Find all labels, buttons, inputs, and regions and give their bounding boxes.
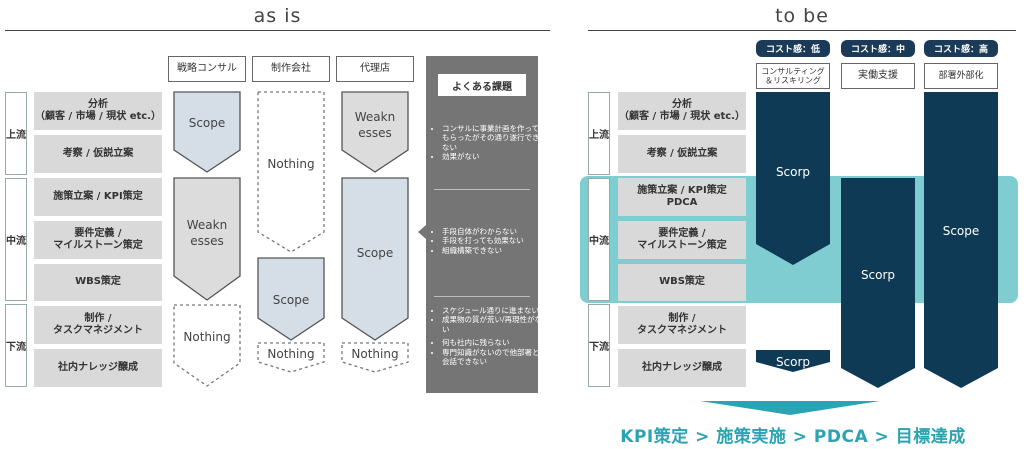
hands-on-scope-bar bbox=[841, 178, 915, 388]
outcome-flow-text: KPI策定 > 施策実施 > PDCA > 目標達成 bbox=[620, 427, 966, 447]
hands-on-scope-label: Scorp bbox=[860, 268, 896, 282]
stage-midstream: 中流 bbox=[5, 178, 27, 301]
cost-badge-mid: コスト感：中 bbox=[841, 40, 915, 57]
task-kpi: 施策立案 / KPI策定 bbox=[34, 178, 162, 216]
issue-item: 専門知識がないので他部署と会話できない bbox=[442, 348, 546, 367]
task-production: 制作 / タスクマネジメント bbox=[618, 306, 746, 344]
consul-scope-label: Scope bbox=[188, 116, 226, 130]
column-hands-on-support: 実働支援 bbox=[841, 63, 915, 89]
production-nothing-top-arrow bbox=[257, 91, 325, 253]
agency-weakness-label: Weakn esses bbox=[354, 110, 396, 140]
task-analysis: 分析 （顧客 / 市場 / 現状 etc.） bbox=[34, 92, 162, 130]
as-is-title: as is bbox=[253, 5, 302, 27]
issues-group-1: コンサルに事業計画を作ってもらったがその通り遂行できない 効果がない bbox=[430, 124, 546, 162]
consul-nothing-arrow bbox=[173, 304, 241, 387]
production-nothing-bottom-arrow bbox=[257, 342, 325, 373]
issue-item: 何も社内に残らない bbox=[442, 338, 546, 347]
production-scope-label: Scope bbox=[272, 293, 310, 307]
issue-item: 成果物の質が荒い/再現性がない bbox=[442, 315, 546, 334]
agency-nothing-label: Nothing bbox=[351, 347, 399, 361]
issue-item: コンサルに事業計画を作ってもらったがその通り遂行できない bbox=[442, 124, 546, 152]
as-is-shapes bbox=[173, 91, 426, 387]
agency-scope-arrow bbox=[341, 177, 409, 341]
to-be-title-rule bbox=[588, 30, 1016, 31]
consul-nothing-label: Nothing bbox=[183, 330, 231, 344]
stage-midstream: 中流 bbox=[588, 178, 610, 301]
column-agency: 代理店 bbox=[336, 56, 414, 82]
task-wbs: WBS策定 bbox=[34, 264, 162, 301]
task-analysis: 分析 （顧客 / 市場 / 現状 etc.） bbox=[618, 92, 746, 130]
cost-badge-high: コスト感：高 bbox=[924, 40, 998, 57]
issues-group-2: 手段自体がわからない 手段を打っても効果ない 組織構築できない bbox=[430, 227, 546, 255]
consulting-knowledge-label: Scorp bbox=[775, 355, 811, 369]
production-scope-arrow bbox=[257, 257, 325, 341]
stage-upstream: 上流 bbox=[588, 92, 610, 175]
issues-panel: よくある課題 コンサルに事業計画を作ってもらったがその通り遂行できない 効果がな… bbox=[426, 56, 542, 393]
issue-item: 手段自体がわからない bbox=[442, 227, 546, 236]
column-strategy-consul: 戦略コンサル bbox=[168, 56, 246, 82]
issues-panel-pointer bbox=[418, 225, 426, 239]
consul-weakness-label: Weakn esses bbox=[186, 218, 228, 248]
consul-weakness-arrow bbox=[173, 177, 241, 301]
task-knowledge: 社内ナレッジ醸成 bbox=[34, 349, 162, 387]
stage-downstream: 下流 bbox=[5, 304, 27, 387]
task-hypothesis: 考察 / 仮説立案 bbox=[34, 135, 162, 173]
to-be-title: to be bbox=[775, 5, 829, 27]
production-nothing-bottom-label: Nothing bbox=[267, 347, 315, 361]
task-requirements: 要件定義 / マイルストーン策定 bbox=[34, 221, 162, 259]
agency-scope-label: Scope bbox=[356, 246, 394, 260]
issues-divider-1 bbox=[434, 189, 530, 190]
issue-item: 効果がない bbox=[442, 152, 546, 161]
task-hypothesis: 考察 / 仮説立案 bbox=[618, 135, 746, 173]
column-consulting-reskilling: コンサルティング ＆リスキリング bbox=[756, 63, 830, 89]
production-nothing-top-label: Nothing bbox=[267, 157, 315, 171]
consulting-scope-bar bbox=[756, 92, 830, 265]
task-production: 制作 / タスクマネジメント bbox=[34, 306, 162, 344]
issues-divider-2 bbox=[434, 296, 530, 297]
cost-badge-low: コスト感：低 bbox=[756, 40, 830, 57]
issue-item: スケジュール通りに進まない bbox=[442, 306, 546, 315]
task-requirements: 要件定義 / マイルストーン策定 bbox=[618, 221, 746, 259]
column-production-company: 制作会社 bbox=[252, 56, 330, 82]
flow-arrow bbox=[700, 401, 880, 415]
agency-weakness-arrow bbox=[341, 91, 409, 173]
issue-item: 手段を打っても効果ない bbox=[442, 236, 546, 245]
stage-upstream: 上流 bbox=[5, 92, 27, 175]
outsourcing-scope-label: Scope bbox=[942, 224, 980, 238]
consulting-scope-label: Scorp bbox=[775, 165, 811, 179]
consulting-knowledge-bar bbox=[756, 350, 830, 372]
consul-scope-arrow bbox=[173, 91, 241, 173]
issues-group-3: スケジュール通りに進まない 成果物の質が荒い/再現性がない 何も社内に残らない … bbox=[430, 306, 546, 366]
task-kpi-pdca: 施策立案 / KPI策定 PDCA bbox=[618, 178, 746, 216]
agency-nothing-arrow bbox=[341, 342, 409, 373]
outsourcing-scope-bar bbox=[924, 92, 998, 388]
issues-panel-title: よくある課題 bbox=[438, 74, 526, 96]
as-is-title-rule bbox=[5, 30, 550, 31]
task-wbs: WBS策定 bbox=[618, 264, 746, 301]
issue-item: 組織構築できない bbox=[442, 246, 546, 255]
stage-downstream: 下流 bbox=[588, 304, 610, 387]
column-outsourcing: 部署外部化 bbox=[924, 63, 998, 89]
task-knowledge: 社内ナレッジ醸成 bbox=[618, 349, 746, 387]
